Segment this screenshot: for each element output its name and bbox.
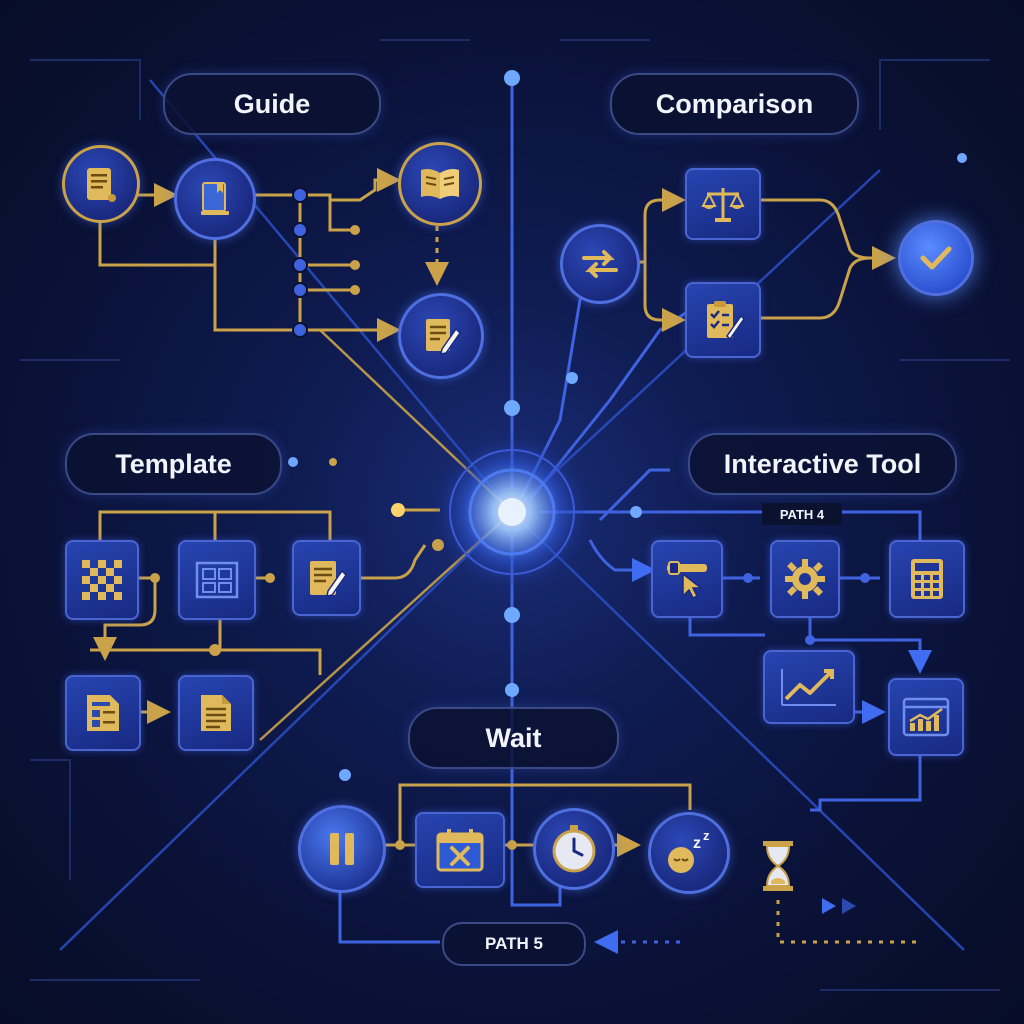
line-chart-icon <box>763 650 855 724</box>
calendar-cancel-icon <box>415 812 505 888</box>
path5-label: PATH 5 <box>442 922 586 966</box>
scales-icon <box>685 168 761 240</box>
browser-chart-icon <box>888 678 964 756</box>
form-document-icon <box>65 675 141 751</box>
hourglass-icon <box>758 838 798 894</box>
cursor-slider-icon <box>651 540 723 618</box>
svg-text:z: z <box>703 828 710 843</box>
pause-icon <box>298 805 386 893</box>
checker-pattern-icon <box>65 540 139 620</box>
book-icon <box>174 158 256 240</box>
checklist-icon <box>685 282 761 358</box>
gear-icon <box>770 540 840 618</box>
section-label-template: Template <box>65 433 282 495</box>
scroll-icon <box>62 145 140 223</box>
clock-icon <box>533 808 615 890</box>
edit-document-icon <box>292 540 361 616</box>
section-label-comparison: Comparison <box>610 73 859 135</box>
layout-grid-icon <box>178 540 256 620</box>
svg-text:z: z <box>693 835 701 852</box>
text-document-icon <box>178 675 254 751</box>
path4-label: PATH 4 <box>762 503 842 525</box>
open-book-icon <box>398 142 482 226</box>
calculator-icon <box>889 540 965 618</box>
edit-note-icon <box>398 293 484 379</box>
swap-arrows-icon <box>560 224 640 304</box>
section-label-wait: Wait <box>408 707 619 769</box>
checkmark-icon <box>898 220 974 296</box>
section-label-interactive-tool: Interactive Tool <box>688 433 957 495</box>
section-label-guide: Guide <box>163 73 381 135</box>
